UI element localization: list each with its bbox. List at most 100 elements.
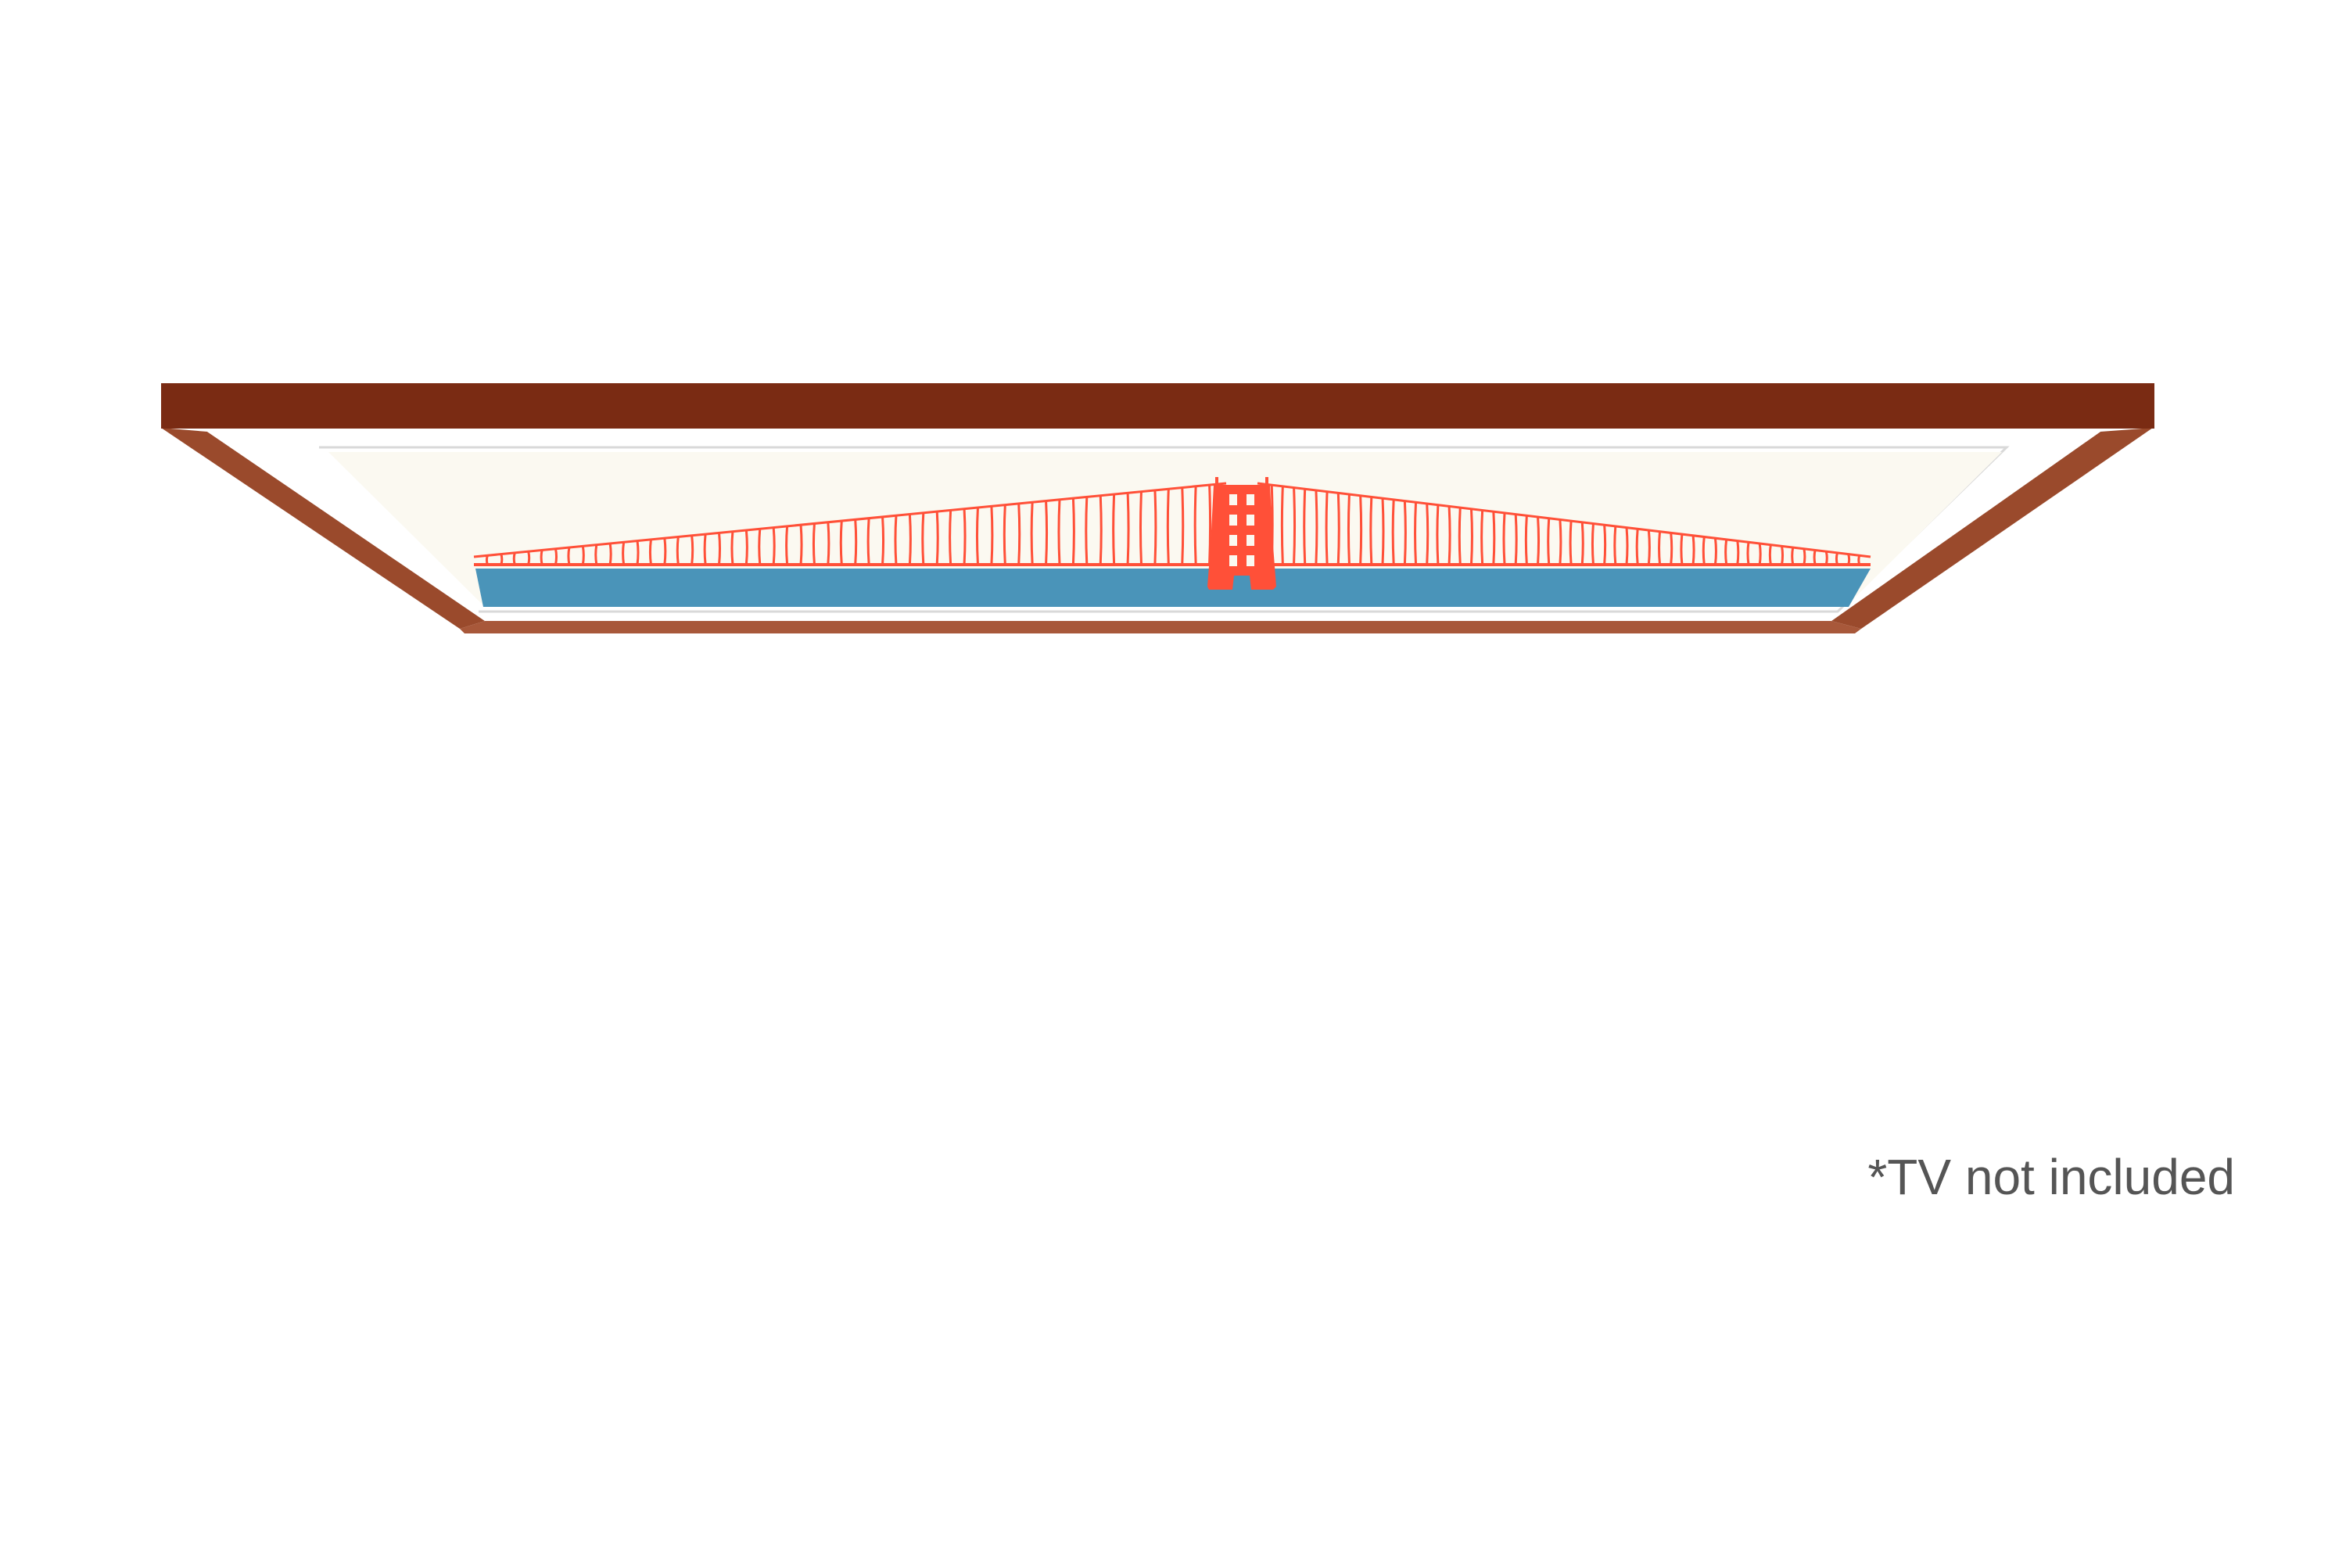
bridge-tower-window — [1247, 515, 1254, 526]
bridge-suspender-right — [1315, 490, 1318, 565]
bridge-tower-window — [1247, 535, 1254, 546]
bridge-suspender-right — [1336, 492, 1340, 565]
bridge-suspender-right — [1426, 503, 1429, 565]
bridge-suspender-right — [1559, 519, 1562, 565]
bridge-tower — [1207, 485, 1276, 590]
bridge-suspender-right — [1480, 510, 1484, 565]
bridge-suspender-right — [1613, 526, 1617, 565]
bridge-suspender-left — [1003, 504, 1006, 565]
bridge-suspender-left — [1153, 490, 1157, 565]
bridge-suspender-right — [1469, 508, 1473, 565]
bridge-suspender-left — [758, 528, 762, 565]
bridge-suspender-left — [718, 533, 722, 565]
frame-bottom-edge — [460, 621, 1861, 633]
bridge-suspender-right — [1403, 501, 1407, 565]
bridge-suspender-left — [1208, 484, 1212, 565]
bridge-suspender-right — [1502, 512, 1506, 565]
bridge-tower-window — [1247, 494, 1254, 505]
bridge-suspender-right — [1391, 499, 1395, 565]
bridge-suspender-left — [691, 535, 694, 565]
bridge-suspender-left — [1099, 495, 1103, 565]
bridge-suspender-right — [1414, 501, 1418, 565]
bridge-suspender-right — [1713, 537, 1717, 565]
bridge-suspender-left — [500, 554, 504, 565]
bridge-suspender-left — [1057, 499, 1061, 565]
bridge-suspender-left — [1181, 487, 1185, 565]
bridge-suspender-right — [1857, 554, 1861, 565]
frame-left-side — [161, 428, 485, 629]
tv-not-included-note: *TV not included — [1867, 1149, 2235, 1205]
bridge-suspender-left — [894, 515, 898, 565]
frame-top-bar — [161, 383, 2154, 429]
bridge-suspender-right — [1702, 536, 1706, 565]
bridge-suspender-left — [1030, 501, 1034, 565]
bridge-suspender-left — [799, 524, 803, 565]
bridge-tower-window — [1247, 555, 1254, 566]
bridge-suspender-right — [1658, 531, 1662, 565]
bridge-suspender-left — [1017, 503, 1021, 565]
bridge-suspender-left — [636, 540, 640, 565]
bridge-suspender-left — [676, 536, 680, 565]
bridge-suspender-left — [963, 508, 967, 565]
bridge-suspender-left — [975, 507, 979, 565]
bridge-suspender-right — [1803, 548, 1806, 565]
bridge-suspender-left — [908, 514, 912, 565]
frame-right-side — [1831, 428, 2153, 629]
bridge-suspender-right — [1547, 518, 1551, 565]
bridge-illustration — [473, 477, 1871, 590]
bridge-suspender-left — [881, 516, 885, 565]
bridge-suspender-right — [1569, 520, 1573, 565]
art-canvas — [328, 452, 2002, 607]
bridge-suspender-right — [1680, 533, 1684, 565]
bridge-suspender-left — [744, 529, 748, 565]
bridge-suspender-left — [648, 539, 652, 565]
bridge-tower-spire — [1265, 477, 1268, 486]
bridge-suspender-right — [1447, 505, 1451, 565]
bridge-suspender-right — [1537, 516, 1541, 565]
bridge-suspender-left — [608, 543, 612, 565]
bridge-suspender-right — [1724, 539, 1728, 565]
bridge-suspender-left — [554, 548, 558, 565]
bridge-suspender-left — [622, 541, 626, 565]
bridge-suspender-left — [485, 554, 489, 565]
bridge-suspender-left — [772, 527, 776, 565]
bridge-suspender-left — [1045, 501, 1049, 565]
bridge-suspender-left — [512, 552, 516, 565]
bridge-suspender-right — [1824, 551, 1828, 565]
bridge-suspender-left — [935, 511, 939, 565]
bridge-tower-window — [1229, 555, 1237, 566]
bridge-suspender-right — [1458, 507, 1462, 565]
bridge-tower-spire — [1215, 477, 1218, 486]
bridge-tower-window — [1229, 515, 1237, 526]
bridge-suspender-right — [1303, 488, 1307, 565]
bridge-suspender-right — [1635, 528, 1639, 565]
bridge-suspender-left — [949, 510, 952, 565]
bridge-tower-window — [1229, 494, 1237, 505]
art-water — [475, 569, 1871, 607]
bridge-suspender-left — [1071, 497, 1075, 565]
bridge-suspender-right — [1791, 547, 1795, 565]
bridge-suspender-left — [594, 544, 598, 565]
bridge-suspender-left — [812, 523, 816, 565]
bridge-suspender-left — [1193, 486, 1197, 565]
bridge-suspender-right — [1647, 529, 1651, 565]
bridge-suspender-right — [1746, 541, 1750, 565]
bridge-suspender-right — [1813, 550, 1817, 565]
bridge-suspender-right — [1293, 487, 1297, 565]
bridge-suspender-left — [1139, 491, 1143, 565]
bridge-suspender-left — [921, 512, 925, 565]
bridge-suspender-right — [1691, 535, 1695, 565]
bridge-suspender-left — [827, 522, 830, 565]
bridge-suspender-right — [1591, 523, 1594, 565]
bridge-suspender-right — [1781, 546, 1785, 565]
bridge-suspender-right — [1835, 552, 1838, 565]
bridge-suspender-right — [1436, 504, 1440, 565]
bridge-suspender-right — [1325, 491, 1329, 565]
bridge-tower-window — [1229, 535, 1237, 546]
bridge-suspender-right — [1347, 493, 1351, 565]
bridge-suspender-left — [866, 518, 870, 565]
bridge-suspender-left — [540, 550, 543, 565]
bridge-suspender-right — [1670, 533, 1673, 565]
